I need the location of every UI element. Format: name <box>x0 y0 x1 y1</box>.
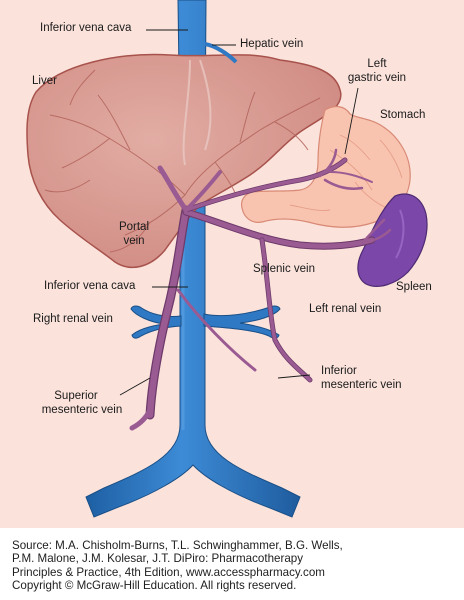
liver <box>26 53 342 269</box>
label-inferior-mesenteric-vein-line2: mesenteric vein <box>321 379 402 391</box>
label-stomach: Stomach <box>380 109 426 121</box>
label-inferior-mesenteric-vein-line1: Inferior <box>321 365 357 377</box>
label-superior-mesenteric-vein-line2: mesenteric vein <box>41 404 123 416</box>
label-liver: Liver <box>32 75 57 87</box>
label-spleen: Spleen <box>396 281 432 293</box>
label-left-gastric-vein-line2: gastric vein <box>347 72 407 84</box>
label-inferior-vena-cava-mid: Inferior vena cava <box>44 280 136 292</box>
source-caption: Source: M.A. Chisholm-Burns, T.L. Schwin… <box>12 539 458 593</box>
label-inferior-vena-cava-top: Inferior vena cava <box>40 22 132 34</box>
label-splenic-vein: Splenic vein <box>253 263 316 275</box>
label-portal-vein-line1: Portal <box>118 221 150 233</box>
caption-line-2: P.M. Malone, J.M. Kolesar, J.T. DiPiro: … <box>12 552 304 566</box>
label-leader-lines <box>119 29 359 396</box>
label-portal-vein-line2: vein <box>123 235 145 247</box>
stomach <box>240 105 411 228</box>
portal-venous-system-illustration <box>26 0 428 518</box>
label-hepatic-vein: Hepatic vein <box>240 38 304 50</box>
hepatic-vein <box>204 42 238 64</box>
caption-line-4: Copyright © McGraw-Hill Education. All r… <box>12 579 297 593</box>
caption-line-1: Source: M.A. Chisholm-Burns, T.L. Schwin… <box>12 539 343 552</box>
label-left-gastric-vein-line1: Left <box>367 58 387 70</box>
label-right-renal-vein: Right renal vein <box>33 313 113 325</box>
label-superior-mesenteric-vein-line1: Superior <box>54 390 98 402</box>
diagram-panel: Inferior vena cava Hepatic vein Liver Le… <box>0 0 464 528</box>
caption-line-3: Principles & Practice, 4th Edition, www.… <box>12 565 325 579</box>
portal-venous-tree <box>129 148 392 431</box>
label-left-renal-vein: Left renal vein <box>309 303 382 315</box>
